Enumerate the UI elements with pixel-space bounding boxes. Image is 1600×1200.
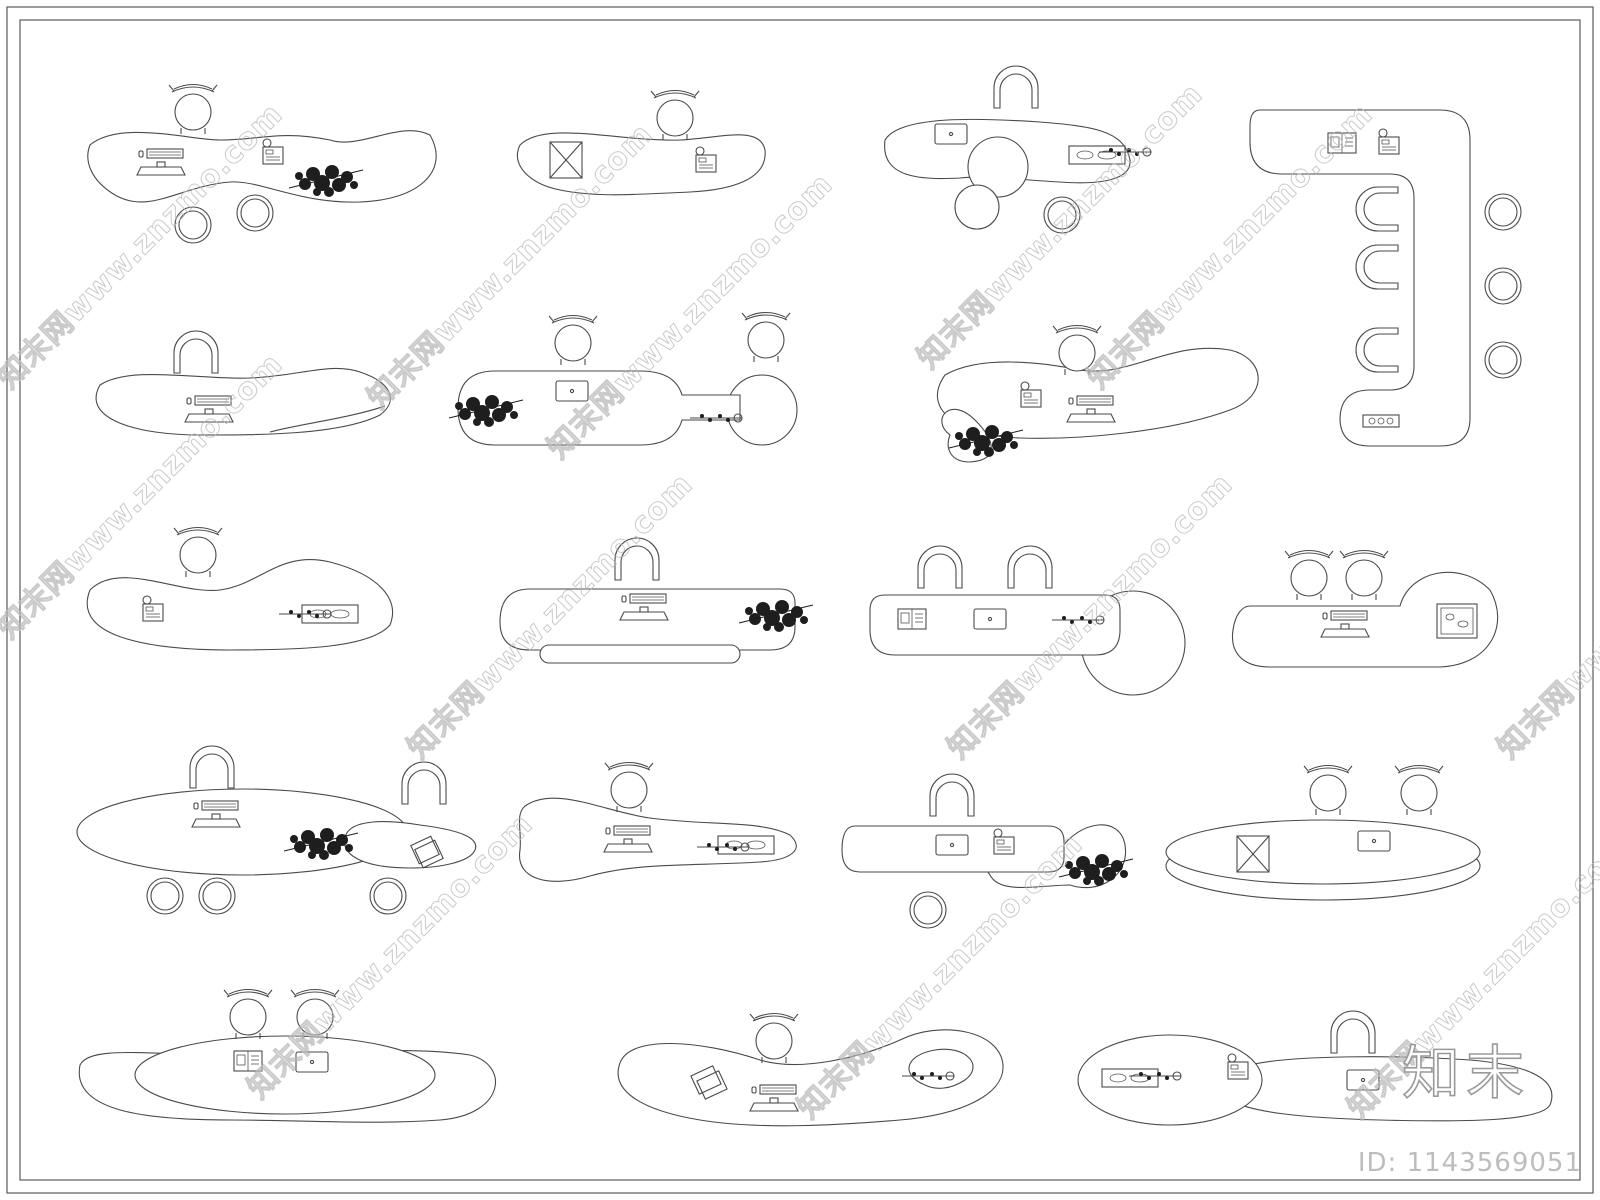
- desk-group-r5c3: [1077, 1010, 1553, 1126]
- desk-group-r3c1: [86, 526, 394, 651]
- drawing-frame: [6, 6, 1594, 1194]
- image-id-label: ID: 1143569051: [1357, 1148, 1582, 1178]
- desk-group-r3c3: [869, 545, 1186, 696]
- desk-group-r3c2: [499, 537, 814, 664]
- desk-group-r2c1: [95, 330, 391, 436]
- desk-group-r5c1: [78, 988, 496, 1123]
- desk-group-r5c2: [617, 1012, 1004, 1127]
- watermark-text: 知末网www.znzmo.com: [1491, 467, 1600, 766]
- desk-group-r4c3: [841, 773, 1134, 929]
- desk-group-r4c1: [76, 745, 477, 915]
- desk-group-r1c3: [884, 65, 1152, 234]
- desk-group-r3c4: [1231, 549, 1499, 668]
- desk-group-r1c1: [87, 83, 437, 244]
- brand-watermark: 知末: [1401, 1038, 1530, 1108]
- desk-group-r4c2: [518, 761, 797, 882]
- desk-group-r1c4-l-shaped: [1249, 109, 1522, 447]
- desk-group-r2c2: [448, 311, 798, 446]
- desk-group-r4c4: [1165, 764, 1481, 901]
- desk-group-r2c3: [936, 324, 1259, 463]
- desk-group-r1c2: [517, 89, 766, 196]
